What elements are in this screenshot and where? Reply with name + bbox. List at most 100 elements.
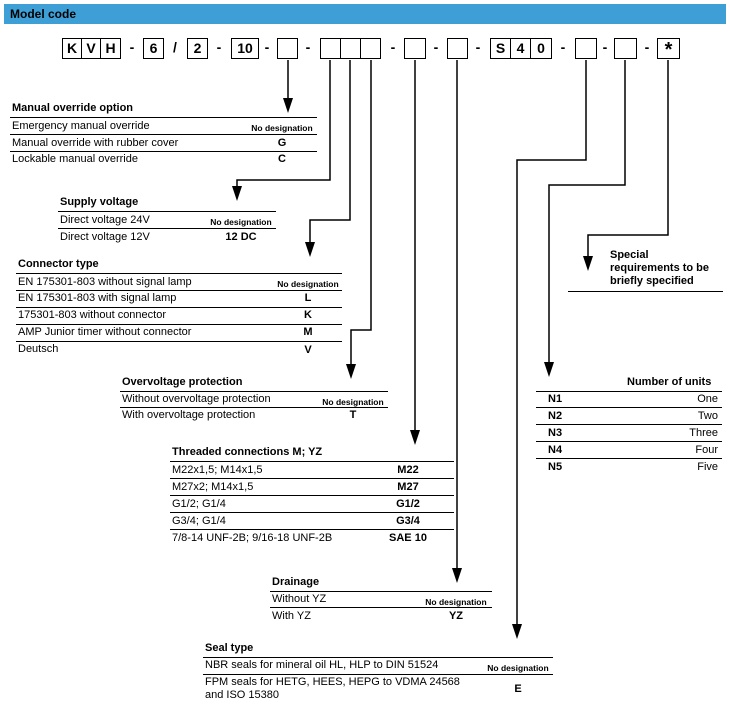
supply-voltage-title: Supply voltage bbox=[60, 196, 139, 208]
units-row-code: N2 bbox=[548, 410, 563, 422]
separator: - bbox=[602, 39, 608, 55]
seal-type-row-label: FPM seals for HETG, HEES, HEPG to VDMA 2… bbox=[205, 676, 460, 688]
units-row-label: Two bbox=[697, 410, 718, 422]
units-row-code: N5 bbox=[548, 461, 563, 473]
supply-voltage-row-label: Direct voltage 24V bbox=[60, 214, 150, 226]
divider bbox=[170, 461, 454, 462]
connector-type-title: Connector type bbox=[18, 258, 99, 270]
connector-type-row-label: EN 175301-803 with signal lamp bbox=[18, 292, 177, 304]
divider bbox=[170, 512, 454, 513]
manual-override-row-label: Manual override with rubber cover bbox=[12, 137, 179, 149]
supply-voltage-row-code: No designation bbox=[210, 217, 272, 227]
units-title: Number of units bbox=[627, 376, 712, 388]
separator: / bbox=[173, 39, 177, 55]
manual-override-title: Manual override option bbox=[12, 102, 134, 114]
divider bbox=[170, 529, 454, 530]
threaded-row-label: G1/2; G1/4 bbox=[172, 498, 226, 510]
divider bbox=[536, 407, 722, 408]
separator: - bbox=[264, 39, 270, 55]
threaded-row-code: G3/4 bbox=[396, 515, 420, 527]
separator: - bbox=[390, 39, 396, 55]
drainage-row-label: Without YZ bbox=[272, 593, 327, 605]
code-box-2: 2 bbox=[187, 38, 208, 59]
seal-type-title: Seal type bbox=[205, 642, 254, 654]
manual-override-row-code: No designation bbox=[251, 123, 313, 133]
threaded-row-label: 7/8-14 UNF-2B; 9/16-18 UNF-2B bbox=[172, 532, 333, 544]
divider bbox=[270, 607, 492, 608]
divider bbox=[170, 495, 454, 496]
divider bbox=[16, 273, 342, 274]
seal-type-row-code: E bbox=[514, 683, 522, 695]
code-box-4: 4 bbox=[510, 38, 531, 59]
divider bbox=[203, 657, 553, 658]
code-box-units bbox=[614, 38, 637, 59]
drainage-row-code: YZ bbox=[448, 610, 464, 622]
units-row-label: Four bbox=[695, 444, 718, 456]
manual-override-row-code: G bbox=[277, 137, 287, 149]
divider bbox=[10, 151, 317, 152]
divider bbox=[203, 674, 553, 675]
supply-voltage-row-label: Direct voltage 12V bbox=[60, 231, 150, 243]
code-box-0: 0 bbox=[530, 38, 552, 59]
connector-type-row-code: L bbox=[304, 292, 312, 304]
manual-override-row-label: Lockable manual override bbox=[12, 153, 138, 165]
threaded-row-code: SAE 10 bbox=[389, 532, 427, 544]
overvoltage-title: Overvoltage protection bbox=[122, 376, 243, 388]
separator: - bbox=[560, 39, 566, 55]
connector-type-row-label: Deutsch bbox=[18, 343, 59, 355]
divider bbox=[58, 211, 276, 212]
drainage-title: Drainage bbox=[272, 576, 320, 588]
connector-type-row-code: M bbox=[303, 326, 313, 338]
divider bbox=[568, 291, 723, 292]
threaded-row-code: G1/2 bbox=[396, 498, 420, 510]
units-row-label: One bbox=[697, 393, 718, 405]
overvoltage-row-code: No designation bbox=[322, 397, 384, 407]
divider bbox=[16, 290, 342, 291]
separator: - bbox=[475, 39, 481, 55]
divider bbox=[58, 228, 276, 229]
code-box-overvoltage bbox=[360, 38, 381, 59]
divider bbox=[120, 407, 388, 408]
connector-type-row-code: K bbox=[304, 309, 312, 321]
divider bbox=[10, 117, 317, 118]
threaded-row-label: G3/4; G1/4 bbox=[172, 515, 226, 527]
separator: - bbox=[433, 39, 439, 55]
code-box-threaded bbox=[404, 38, 426, 59]
divider bbox=[536, 391, 722, 392]
manual-override-row-code: C bbox=[278, 153, 286, 165]
divider bbox=[10, 134, 317, 135]
divider bbox=[16, 324, 342, 325]
special-line-3: briefly specified bbox=[610, 275, 694, 287]
code-box-seal bbox=[575, 38, 597, 59]
threaded-row-label: M22x1,5; M14x1,5 bbox=[172, 464, 263, 476]
threaded-title: Threaded connections M; YZ bbox=[172, 446, 323, 458]
supply-voltage-row-code: 12 DC bbox=[225, 231, 257, 243]
header-bar: Model code bbox=[4, 4, 726, 24]
code-box-10: 10 bbox=[231, 38, 259, 59]
overvoltage-row-label: Without overvoltage protection bbox=[122, 393, 271, 405]
code-box-h: H bbox=[100, 38, 121, 59]
overvoltage-row-code: T bbox=[349, 409, 357, 421]
seal-type-row-label: NBR seals for mineral oil HL, HLP to DIN… bbox=[205, 659, 439, 671]
divider bbox=[536, 424, 722, 425]
separator: - bbox=[644, 39, 650, 55]
threaded-row-label: M27x2; M14x1,5 bbox=[172, 481, 254, 493]
separator: - bbox=[216, 39, 222, 55]
connector-type-row-label: AMP Junior timer without connector bbox=[18, 326, 192, 338]
threaded-row-code: M22 bbox=[397, 464, 419, 476]
seal-type-row-code: No designation bbox=[487, 663, 549, 673]
divider bbox=[16, 341, 342, 342]
divider bbox=[536, 441, 722, 442]
separator: - bbox=[129, 39, 135, 55]
threaded-row-code: M27 bbox=[397, 481, 419, 493]
separator: - bbox=[305, 39, 311, 55]
connector-type-row-code: V bbox=[304, 344, 312, 356]
divider bbox=[120, 391, 388, 392]
special-line-2: requirements to be bbox=[610, 262, 710, 274]
units-row-code: N3 bbox=[548, 427, 563, 439]
seal-type-row-label: and ISO 15380 bbox=[205, 689, 280, 701]
units-row-code: N4 bbox=[548, 444, 563, 456]
divider bbox=[536, 458, 722, 459]
divider bbox=[170, 478, 454, 479]
